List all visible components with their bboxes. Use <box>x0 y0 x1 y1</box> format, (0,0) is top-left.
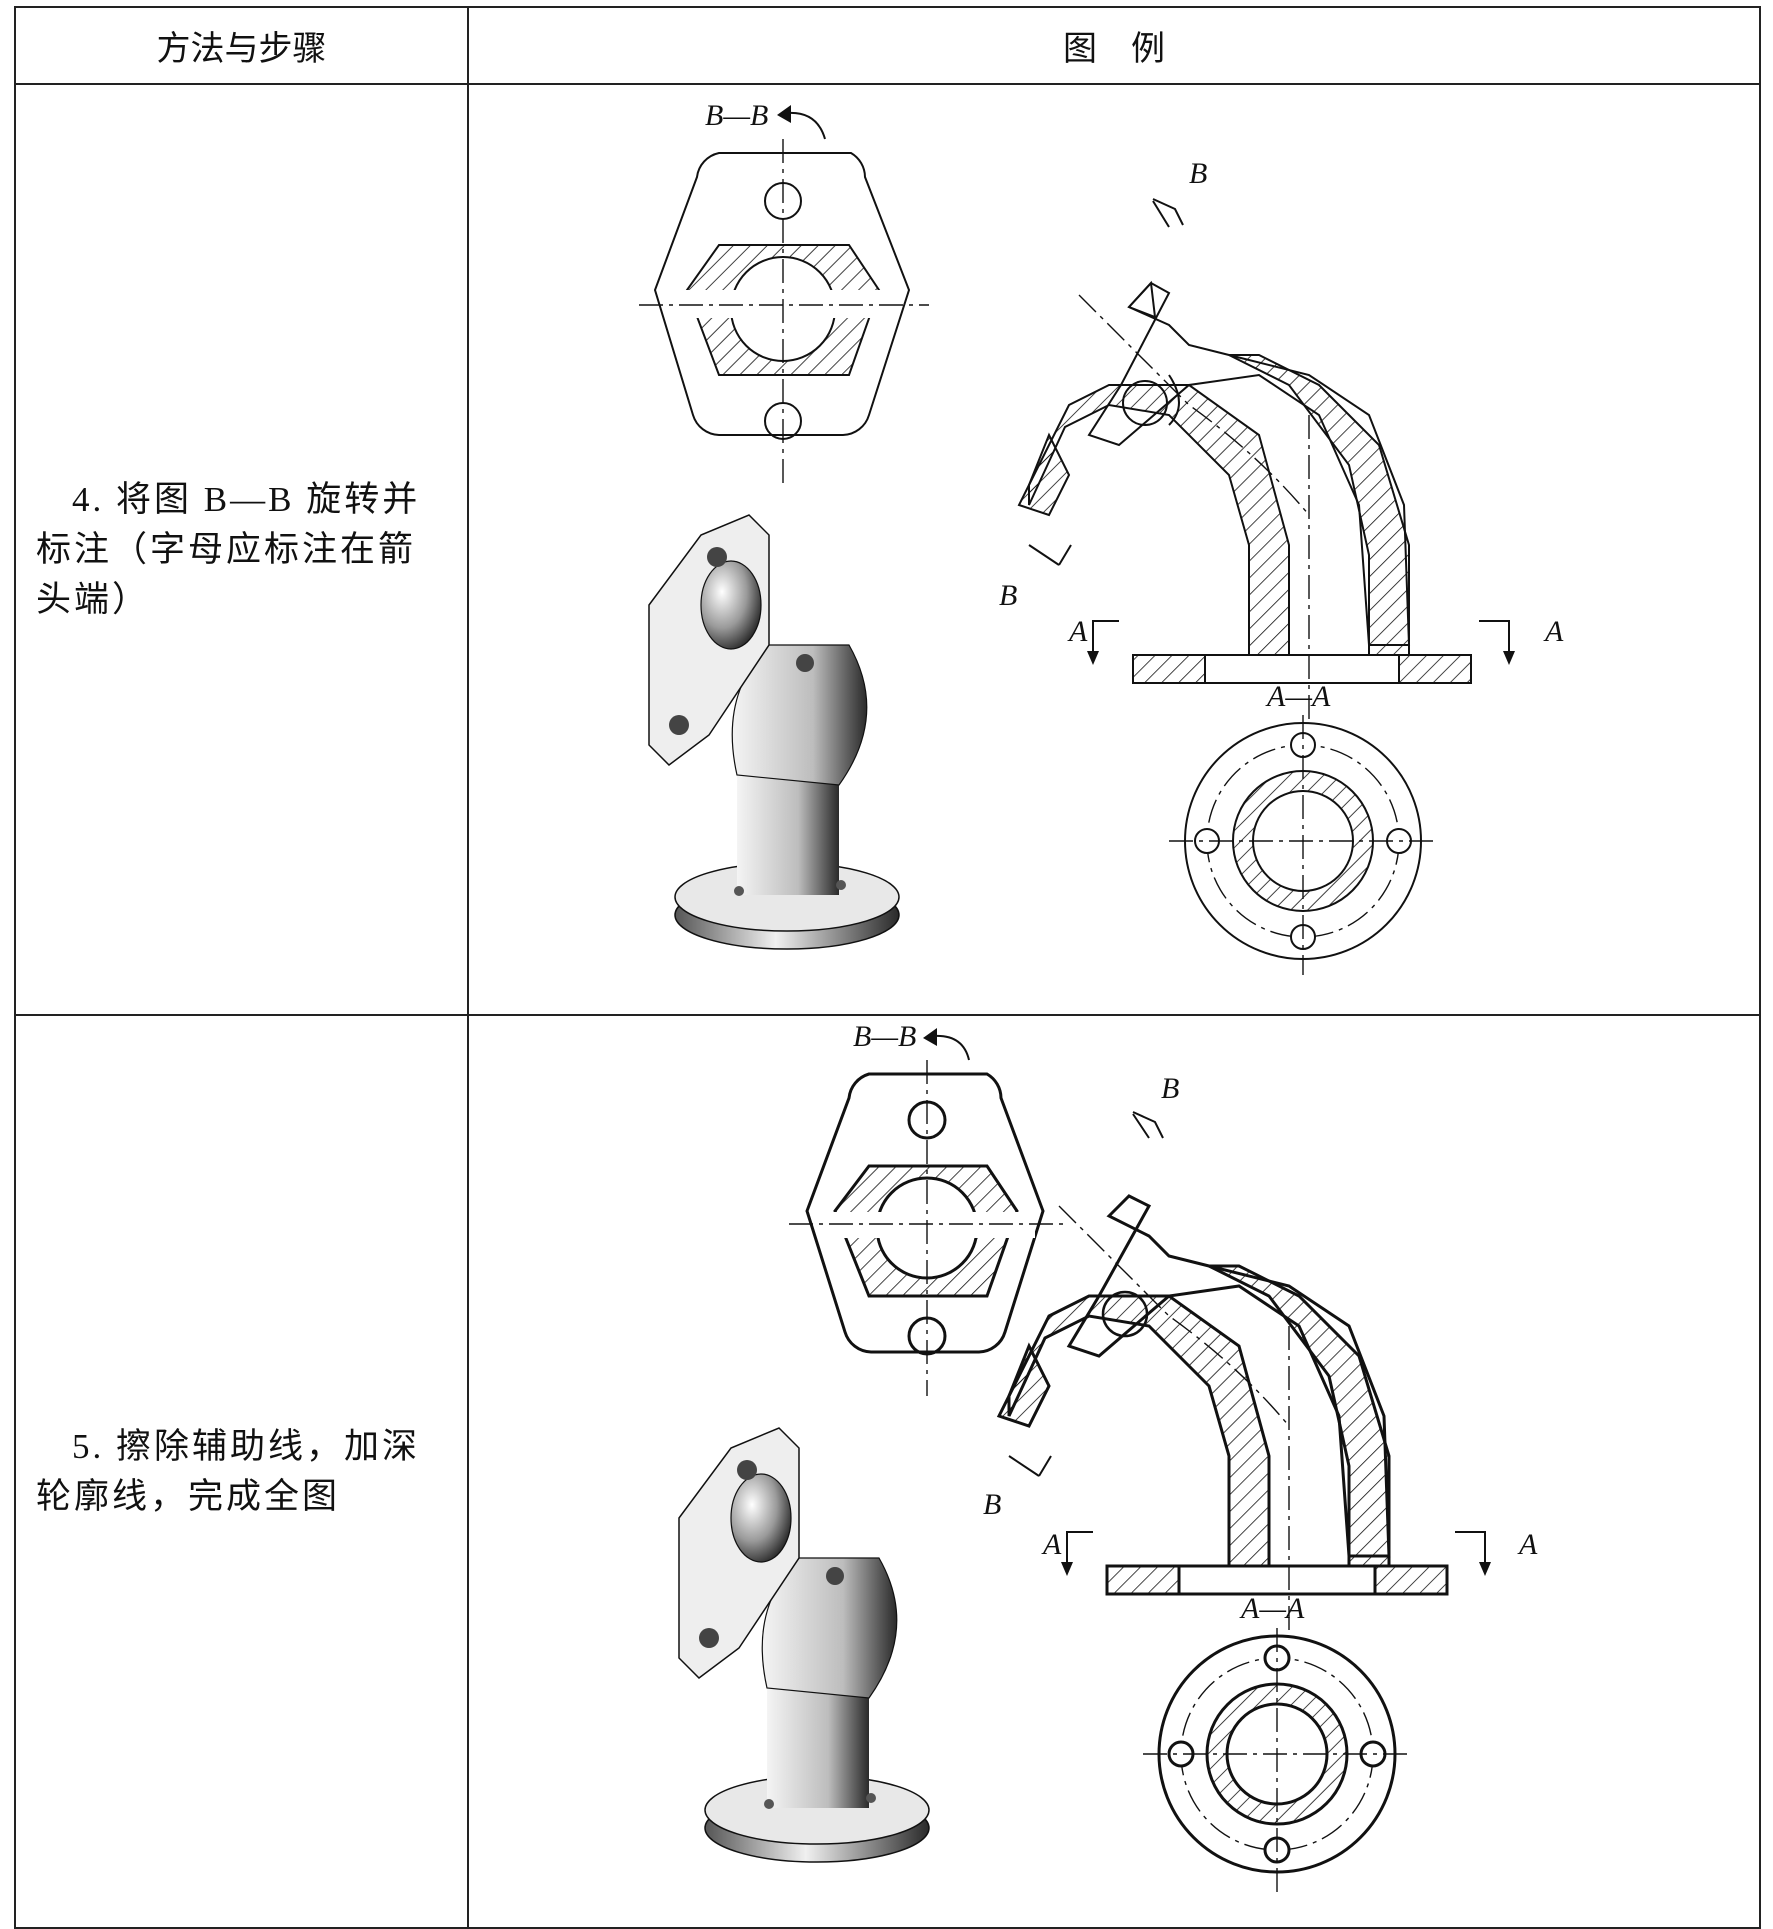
figure-cell: B—B B <box>467 1014 1761 1929</box>
bb-section-view: B—B <box>639 99 929 485</box>
isometric-render <box>678 1427 930 1863</box>
bolt-hole-side <box>1122 380 1168 426</box>
bottom-flange-hatch-right <box>1398 654 1472 684</box>
a-cut-mark-right <box>1455 1531 1486 1568</box>
step-description: 4. 将图 B—B 旋转并标注（字母应标注在箭头端） <box>14 83 469 1016</box>
lower-flange-tip <box>1017 432 1071 517</box>
bb-section-view: B—B <box>789 1020 1069 1396</box>
aa-section-view: A—A <box>1169 680 1439 975</box>
iso-hole-1 <box>707 547 727 567</box>
iso-hole-1 <box>737 1460 757 1480</box>
b-cut-mark-upper <box>1132 1111 1164 1139</box>
figure-drawing: B—B B <box>639 99 1564 975</box>
table-row: 4. 将图 B—B 旋转并标注（字母应标注在箭头端） <box>14 83 1761 1016</box>
steps-table: 方法与步骤 图 例 4. 将图 B—B 旋转并标注（字母应标注在箭头端） <box>14 6 1761 1929</box>
figure-drawing: B—B B <box>678 1020 1538 1896</box>
aa-title: A—A <box>1265 680 1331 713</box>
a-label-left: A <box>1041 1528 1062 1561</box>
header-figure: 图 例 <box>467 6 1761 85</box>
iso-bore <box>730 1473 792 1563</box>
rotation-arrow <box>786 111 826 140</box>
iso-hole-2 <box>669 715 689 735</box>
bolt-hole-side <box>1101 1290 1149 1338</box>
b-arrow-upper <box>1152 200 1170 228</box>
isometric-render <box>648 514 900 950</box>
b-cut-mark-lower <box>1058 544 1072 566</box>
table-row: 5. 擦除辅助线，加深轮廓线，完成全图 <box>14 1014 1761 1929</box>
bb-title: B—B <box>853 1020 916 1053</box>
rotation-arrowhead <box>777 105 791 123</box>
iso-elbow <box>761 1557 898 1699</box>
rotation-arrowhead <box>923 1028 937 1046</box>
iso-base-hole-1 <box>734 886 744 896</box>
bottom-flange-hatch-right <box>1373 1564 1449 1596</box>
bottom-flange-hatch-left <box>1105 1564 1181 1596</box>
a-arrowhead-right <box>1479 1562 1491 1576</box>
b-cut-mark-upper <box>1152 198 1184 226</box>
aa-title: A—A <box>1239 1592 1305 1625</box>
step-description: 5. 擦除辅助线，加深轮廓线，完成全图 <box>14 1014 469 1929</box>
b-arrow-lower <box>1028 544 1060 566</box>
boss-curve <box>1168 374 1180 426</box>
rotation-arrow <box>932 1034 970 1061</box>
b-cut-mark-lower <box>1038 1455 1052 1477</box>
iso-hole-3 <box>796 654 814 672</box>
table-header-row: 方法与步骤 图 例 <box>14 6 1761 85</box>
a-cut-mark-left <box>1092 620 1119 657</box>
iso-elbow <box>731 644 868 786</box>
main-section-view: B B <box>999 157 1564 725</box>
main-section-view: B B A <box>983 1072 1538 1636</box>
iso-bore <box>700 560 762 650</box>
a-label-right: A <box>1517 1528 1538 1561</box>
b-label-lower: B <box>999 579 1017 612</box>
iso-base-hole-2 <box>836 880 846 890</box>
bb-title: B—B <box>705 99 768 132</box>
iso-hole-2 <box>699 1628 719 1648</box>
elbow-centerline <box>1078 294 1310 516</box>
iso-pipe <box>737 775 839 895</box>
header-method: 方法与步骤 <box>14 6 469 85</box>
figure-cell: B—B B <box>467 83 1761 1016</box>
bb-slot <box>817 1212 1035 1238</box>
lower-flange-tip <box>996 1342 1051 1428</box>
b-arrow-upper <box>1132 1113 1150 1139</box>
elbow-hatch-inner <box>1028 384 1290 661</box>
bb-flange-outline <box>653 152 911 436</box>
iso-base-hole-2 <box>866 1793 876 1803</box>
b-arrow-lower <box>1008 1455 1040 1477</box>
b-label-upper: B <box>1161 1072 1179 1105</box>
a-cut-mark-right <box>1479 620 1510 657</box>
bottom-flange-hatch-left <box>1132 654 1206 684</box>
iso-base-hole-1 <box>764 1799 774 1809</box>
a-cut-mark-left <box>1066 1531 1093 1568</box>
aa-section-view: A—A <box>1143 1592 1413 1896</box>
bb-flange-outline <box>805 1072 1045 1354</box>
a-label-left: A <box>1067 615 1088 648</box>
a-arrowhead-left <box>1087 651 1099 665</box>
elbow-centerline <box>1058 1205 1290 1427</box>
b-label-lower: B <box>983 1488 1001 1521</box>
iso-hole-3 <box>826 1567 844 1585</box>
a-arrowhead-left <box>1061 1562 1073 1576</box>
a-label-right: A <box>1543 615 1564 648</box>
a-arrowhead-right <box>1503 651 1515 665</box>
b-label-upper: B <box>1189 157 1207 190</box>
iso-pipe <box>767 1688 869 1808</box>
